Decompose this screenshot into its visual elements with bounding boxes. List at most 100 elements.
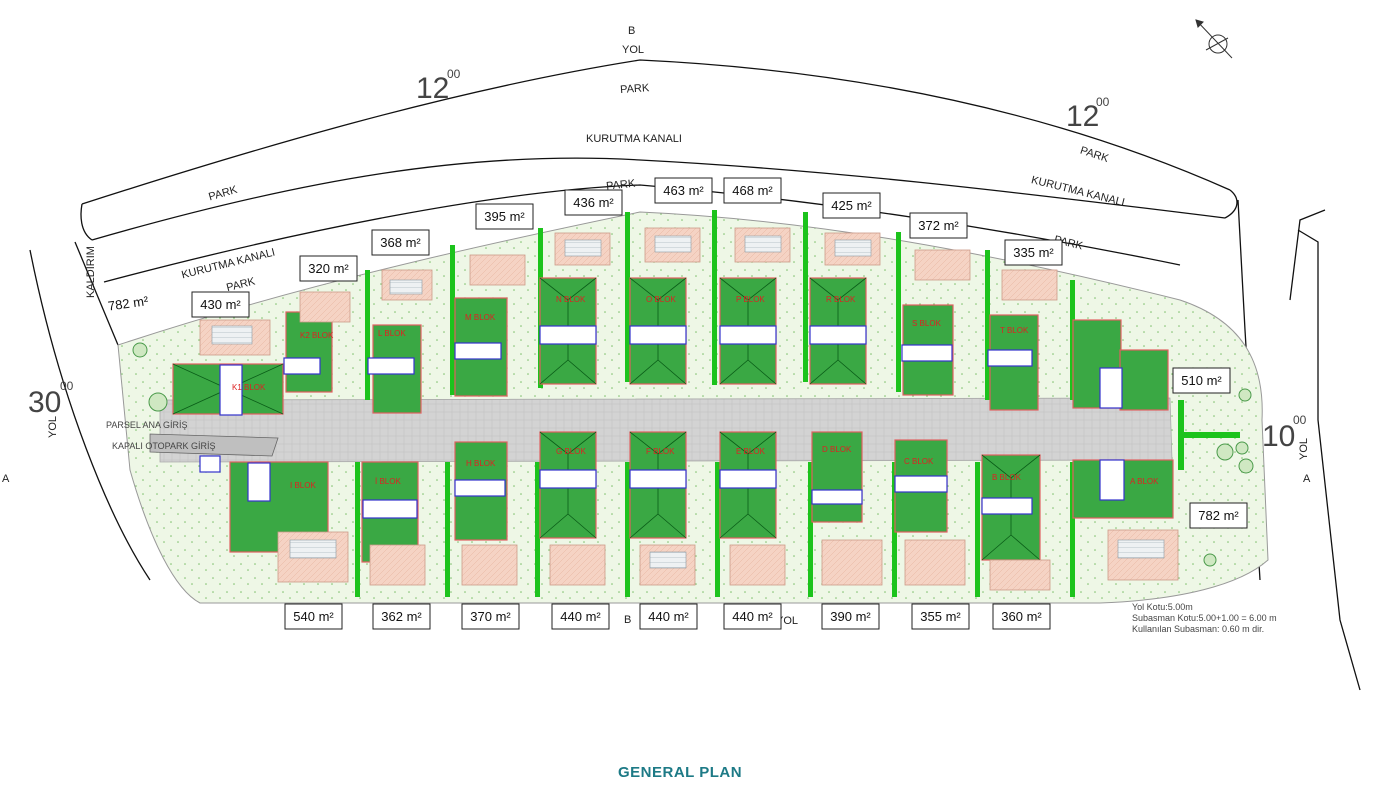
building-footprints (199, 325, 1125, 519)
north-area-box-frame (723, 177, 782, 204)
page-title: GENERAL PLAN (618, 764, 742, 781)
south-area-label: 440 m² (732, 609, 773, 624)
south-area-box: 440 m² (723, 603, 782, 630)
north-area-box-frame (1172, 367, 1231, 394)
south-area-box-frame (372, 603, 431, 630)
south-road-marker: B (624, 614, 631, 626)
south-area-label: 360 m² (1001, 609, 1042, 624)
side-area-box: 782 m² (107, 293, 150, 314)
north-area-label: 430 m² (200, 297, 241, 312)
north-area-label: 395 m² (484, 209, 525, 224)
north-area-label: 436 m² (573, 195, 614, 210)
south-area-box: 440 m² (551, 603, 610, 630)
park-label-top: PARK (620, 82, 651, 96)
north-area-box: 395 m² (475, 203, 534, 230)
north-arrow-icon (1195, 19, 1233, 59)
south-road-label: YOL (776, 615, 798, 627)
park-label-right: PARK (1079, 145, 1111, 166)
south-blok-label: H BLOK (466, 459, 496, 468)
east-width: 10 (1262, 420, 1295, 453)
canal-label-right: KURUTMA KANALI (1030, 174, 1126, 209)
north-area-box-frame (299, 255, 358, 282)
north-blok-label: O BLOK (646, 295, 676, 304)
north-area-box: 510 m² (1172, 367, 1231, 394)
south-area-label: 390 m² (830, 609, 871, 624)
north-right-width-sup: 00 (1096, 95, 1110, 109)
north-area-box: 372 m² (909, 212, 968, 239)
decks (211, 235, 1165, 569)
main-entry-label: PARSEL ANA GİRİŞ (106, 420, 188, 430)
south-area-box: 370 m² (461, 603, 520, 630)
south-area-label: 440 m² (560, 609, 601, 624)
south-area-box: 362 m² (372, 603, 431, 630)
south-area-label: 540 m² (293, 609, 334, 624)
north-blok-label: K2 BLOK (300, 331, 334, 340)
canal-label-left: KURUTMA KANALI (180, 247, 276, 282)
note-road-level: Yol Kotu:5.00m (1132, 602, 1193, 612)
south-area-box-frame (992, 603, 1051, 630)
south-area-box: 360 m² (992, 603, 1051, 630)
west-road-marker: A (2, 473, 10, 485)
south-blok-label: İ BLOK (375, 477, 401, 486)
south-blok-label: F BLOK (646, 447, 675, 456)
north-area-box: 463 m² (654, 177, 713, 204)
north-blok-label: K1 BLOK (232, 383, 266, 392)
south-area-box-frame (461, 603, 520, 630)
south-area-label: 362 m² (381, 609, 422, 624)
north-right-width: 12 (1066, 100, 1099, 133)
car-entry-label: KAPALI OTOPARK GİRİŞ (112, 441, 216, 451)
north-area-box: 335 m² (1004, 239, 1063, 266)
note-plinth-level: Subasman Kotu:5.00+1.00 = 6.00 m (1132, 613, 1277, 623)
side-area-label: 782 m² (107, 293, 150, 314)
south-blok-label: C BLOK (904, 457, 934, 466)
north-area-label: 425 m² (831, 198, 872, 213)
north-road-label: YOL (622, 44, 644, 56)
south-blok-label: G BLOK (556, 447, 586, 456)
south-area-label: 370 m² (470, 609, 511, 624)
south-blok-label: B BLOK (992, 473, 1022, 482)
south-area-label: 782 m² (1198, 508, 1239, 523)
south-area-box: 540 m² (284, 603, 343, 630)
trees (132, 342, 1254, 567)
north-area-box-frame (1004, 239, 1063, 266)
elevation-notes: Yol Kotu:5.00m Subasman Kotu:5.00+1.00 =… (1132, 602, 1277, 634)
north-area-box: 430 m² (191, 291, 250, 318)
north-area-label: 463 m² (663, 183, 704, 198)
canal-label-top: KURUTMA KANALI (586, 133, 682, 145)
west-road-label: YOL (47, 416, 59, 438)
road-labels: B YOL B YOL A A YOL YOL KALDIRIM 12 00 1… (2, 25, 1311, 627)
east-road-marker: A (1303, 473, 1311, 485)
south-area-box-frame (1189, 502, 1248, 529)
north-area-box-frame (822, 192, 881, 219)
sidewalk-label: KALDIRIM (85, 246, 97, 298)
south-area-box-frame (284, 603, 343, 630)
south-area-box: 782 m² (1189, 502, 1248, 529)
north-area-box-frame (475, 203, 534, 230)
north-left-width: 12 (416, 72, 449, 105)
note-used-plinth: Kullanılan Subasman: 0.60 m dir. (1132, 624, 1264, 634)
north-area-label: 468 m² (732, 183, 773, 198)
south-area-label: 355 m² (920, 609, 961, 624)
east-road-label: YOL (1298, 438, 1310, 460)
south-blok-label: D BLOK (822, 445, 852, 454)
north-left-width-sup: 00 (447, 67, 461, 81)
park-label-mid: PARK (606, 178, 637, 193)
east-width-sup: 00 (1293, 413, 1307, 427)
north-area-label: 510 m² (1181, 373, 1222, 388)
south-area-box-frame (723, 603, 782, 630)
north-blok-label: R BLOK (826, 295, 856, 304)
park-label-left2: PARK (225, 275, 257, 294)
north-area-box-frame (564, 189, 623, 216)
north-area-label: 368 m² (380, 235, 421, 250)
north-area-label: 372 m² (918, 218, 959, 233)
north-area-box-frame (909, 212, 968, 239)
south-blok-label: A BLOK (1130, 477, 1159, 486)
south-area-box: 390 m² (821, 603, 880, 630)
entrance-ramp (149, 433, 279, 457)
south-area-box-frame (911, 603, 970, 630)
